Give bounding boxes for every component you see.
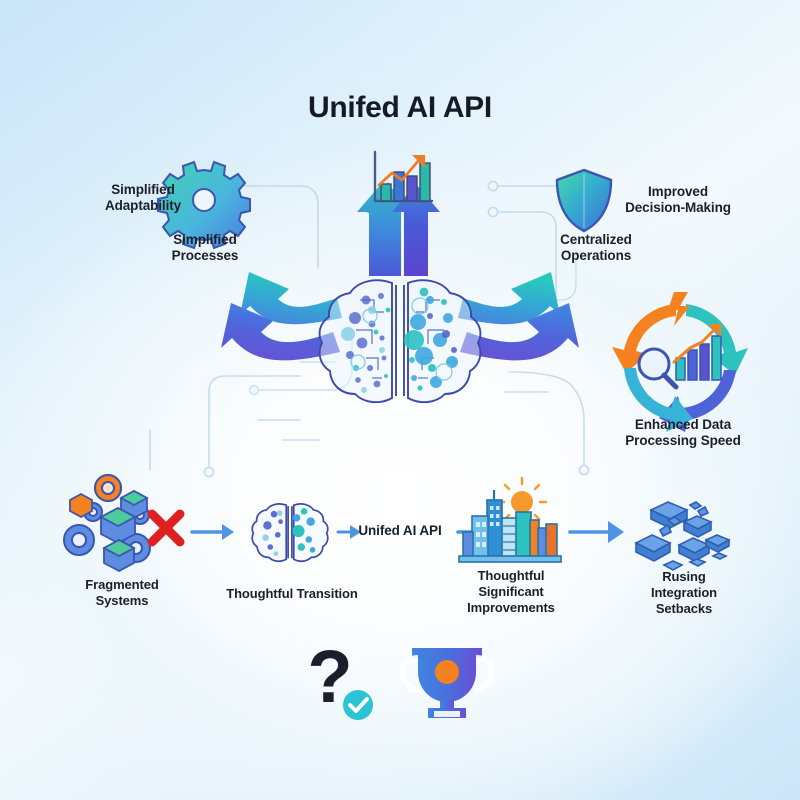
digital-brain-small-icon xyxy=(251,503,329,563)
flow-arrow-1 xyxy=(190,524,234,540)
red-x-icon xyxy=(147,509,185,547)
magnifying-glass-icon xyxy=(637,347,679,390)
label-thoughtful-transition: Thoughtful Transition xyxy=(226,586,358,601)
label-simplified-processes: Simplified Processes xyxy=(171,232,239,264)
flow-arrow-3 xyxy=(568,521,624,543)
growth-bar-chart-small-icon xyxy=(672,324,722,381)
city-skyline-icon xyxy=(458,476,562,563)
flow-arrow-4 xyxy=(336,525,361,539)
label-fragmented-systems: Fragmented Systems xyxy=(85,577,159,608)
growth-bar-chart-icon xyxy=(373,150,434,203)
cubes-and-gears-icon xyxy=(63,474,185,573)
refresh-cycle-icon xyxy=(612,292,748,432)
label-enhanced-data-processing: Enhanced Data Processing Speed xyxy=(625,417,741,449)
label-integration-setbacks: Rusing Integration Setbacks xyxy=(650,569,718,616)
scattered-blocks-icon xyxy=(634,501,731,571)
digital-brain-icon xyxy=(318,279,482,404)
gear-icon xyxy=(157,160,251,250)
shield-icon xyxy=(555,168,613,233)
label-significant-improvements: Thoughtful Significant Improvements xyxy=(467,568,555,615)
label-improved-decision-making: Improved Decision-Making xyxy=(625,184,731,216)
dual-up-arrow-icon xyxy=(357,182,440,276)
curved-arrow-left-group xyxy=(221,272,342,361)
trophy-icon xyxy=(398,648,496,718)
curved-arrow-right-group xyxy=(458,272,579,361)
label-flow-arrow-api: Unifed AI API xyxy=(358,523,442,538)
circuit-traces xyxy=(149,180,590,478)
check-badge-icon xyxy=(343,690,373,720)
page-title: Unifed AI API xyxy=(308,91,492,124)
label-centralized-operations: Centralized Operations xyxy=(560,232,632,264)
circuit-traces-secondary xyxy=(248,250,577,396)
label-simplified-adaptability: Simplified Adaptability xyxy=(104,182,182,214)
